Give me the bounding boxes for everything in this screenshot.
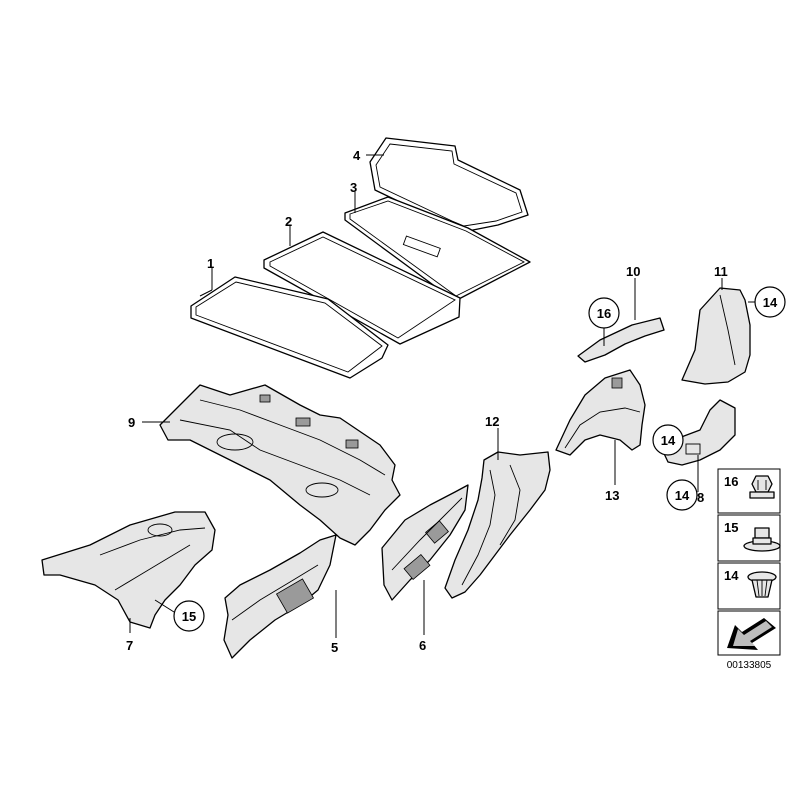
- svg-text:16: 16: [724, 474, 738, 489]
- callout-1: 1: [207, 256, 214, 271]
- part-9-rear-insulation: [159, 384, 401, 546]
- callout-13: 13: [605, 488, 619, 503]
- part-3-floor-panel: [344, 196, 531, 302]
- part-5-side-insulation: [223, 534, 337, 659]
- part-1-floor-cover: [190, 276, 389, 379]
- callout-12: 12: [485, 414, 499, 429]
- svg-text:7: 7: [126, 638, 133, 653]
- part-12-trunk-side-panel: [444, 451, 551, 599]
- callout-8: 8: [697, 490, 704, 505]
- svg-text:4: 4: [353, 148, 361, 163]
- callout-15-circled: 15: [173, 600, 205, 632]
- callout-14-circled-c: 14: [666, 479, 698, 511]
- part-13-wheelarch-liner: [555, 369, 646, 456]
- part-7-left-insulation: [41, 511, 216, 629]
- part-6-side-insulation: [381, 484, 469, 601]
- legend-box-16: 16: [717, 468, 781, 514]
- legend-box-14: 14: [717, 562, 781, 610]
- svg-text:12: 12: [485, 414, 499, 429]
- svg-text:00133805: 00133805: [727, 660, 772, 671]
- legend-box-15: 15: [717, 514, 781, 562]
- reference-number: 00133805: [727, 660, 772, 671]
- svg-text:9: 9: [128, 415, 135, 430]
- nut-icon: [749, 475, 775, 499]
- callout-4: 4: [353, 148, 361, 163]
- callout-10: 10: [626, 264, 640, 279]
- callout-14-circled-b: 14: [652, 424, 684, 456]
- callout-3: 3: [350, 180, 357, 195]
- svg-text:3: 3: [350, 180, 357, 195]
- svg-text:15: 15: [182, 609, 196, 624]
- clip-icon: [747, 571, 777, 598]
- callout-6: 6: [419, 638, 426, 653]
- part-10-bracket: [577, 317, 665, 363]
- callout-9: 9: [128, 415, 135, 430]
- callout-7: 7: [126, 638, 133, 653]
- part-2-trunk-board: [263, 231, 461, 345]
- svg-text:14: 14: [763, 295, 778, 310]
- svg-text:5: 5: [331, 640, 338, 655]
- svg-text:6: 6: [419, 638, 426, 653]
- callout-14-circled-a: 14: [754, 286, 786, 318]
- svg-text:10: 10: [626, 264, 640, 279]
- svg-text:1: 1: [207, 256, 214, 271]
- svg-text:14: 14: [675, 488, 690, 503]
- callout-2: 2: [285, 214, 292, 229]
- svg-text:14: 14: [724, 568, 739, 583]
- callout-11: 11: [714, 264, 728, 279]
- callout-16-circled: 16: [588, 297, 620, 329]
- callout-5: 5: [331, 640, 338, 655]
- svg-text:16: 16: [597, 306, 611, 321]
- svg-text:2: 2: [285, 214, 292, 229]
- direction-arrow-icon: [727, 618, 776, 650]
- svg-text:8: 8: [697, 490, 704, 505]
- legend-box-arrow: [717, 610, 781, 656]
- nut-with-washer-icon: [743, 527, 781, 552]
- svg-text:15: 15: [724, 520, 738, 535]
- svg-text:13: 13: [605, 488, 619, 503]
- part-11-insulation-block: [681, 287, 751, 385]
- leader-lines: [129, 154, 755, 638]
- svg-text:11: 11: [714, 264, 728, 279]
- svg-text:14: 14: [661, 433, 676, 448]
- part-4-trunk-mat: [369, 137, 529, 233]
